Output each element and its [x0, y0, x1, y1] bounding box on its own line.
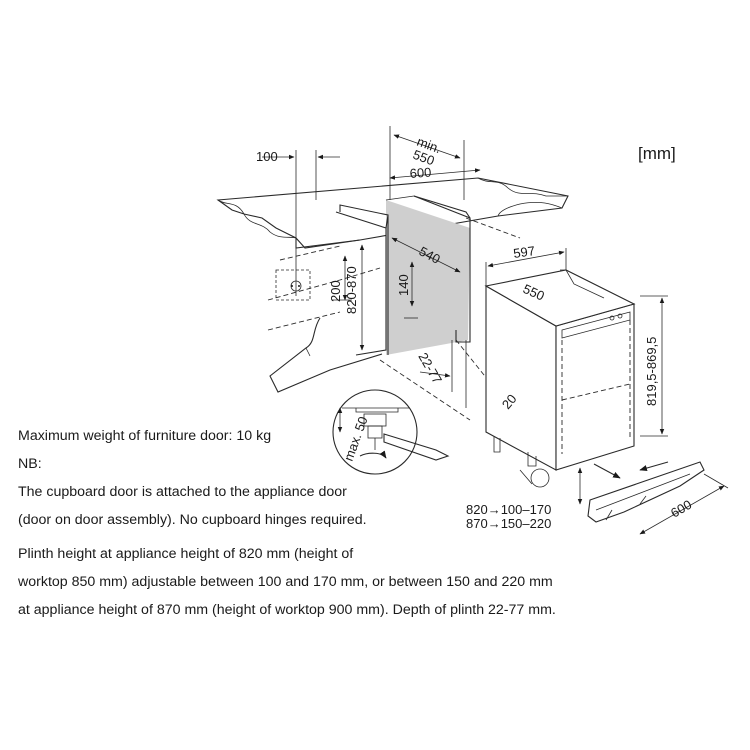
dim-819-869: 819,5-869,5: [644, 337, 659, 406]
appliance: [484, 269, 636, 488]
installation-notes: Maximum weight of furniture door: 10 kg …: [18, 422, 618, 624]
dim-600-plinth: 600: [668, 497, 694, 521]
note-plinth-3: at appliance height of 870 mm (height of…: [18, 602, 556, 618]
dimension-lines: [262, 126, 729, 535]
dim-550-top: 550: [411, 147, 437, 169]
dim-22-77: 22-77: [415, 350, 445, 386]
note-plinth-2: worktop 850 mm) adjustable between 100 a…: [18, 574, 553, 590]
dim-820-870: 820-870: [344, 266, 359, 314]
dim-600-top: 600: [409, 165, 432, 181]
dim-100: 100: [256, 149, 278, 164]
unit-label: [mm]: [638, 144, 676, 163]
plinth: [587, 461, 705, 523]
dim-200: 200: [328, 280, 343, 302]
note-door-on-door-1: The cupboard door is attached to the app…: [18, 484, 347, 500]
note-plinth-1: Plinth height at appliance height of 820…: [18, 546, 354, 562]
dim-597: 597: [512, 243, 536, 261]
note-nb: NB:: [18, 456, 42, 472]
plinth-height-row-2: 870→150–220: [466, 516, 551, 531]
foot-adjustment-detail: [332, 389, 450, 475]
note-max-weight: Maximum weight of furniture door: 10 kg: [18, 428, 272, 444]
note-door-on-door-2: (door on door assembly). No cupboard hin…: [18, 512, 367, 528]
plinth-height-row-1: 820→100–170: [466, 502, 551, 517]
dim-140: 140: [396, 274, 411, 296]
